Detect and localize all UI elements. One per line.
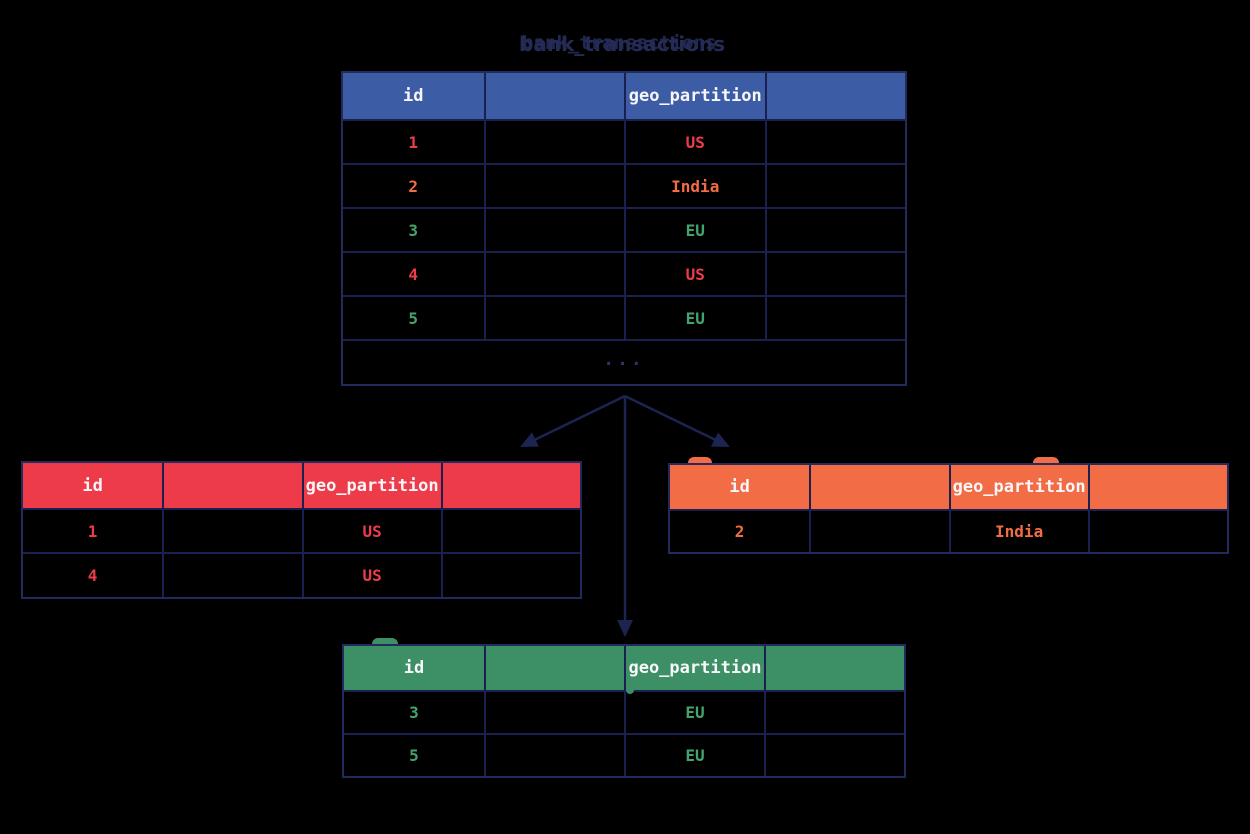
cell-empty [483, 209, 625, 251]
partition-table-india: id geo_partition 2 India [668, 463, 1229, 554]
icon-remnant-orange [688, 457, 712, 463]
cell-empty [484, 692, 624, 733]
table-row: 3 EU [344, 690, 904, 733]
table-row: 5 EU [343, 295, 905, 339]
cell-empty [483, 165, 625, 207]
cell-id: 5 [409, 746, 419, 765]
cell-empty [440, 510, 580, 552]
table-row: 1 US [23, 508, 580, 552]
table-row: 1 US [343, 119, 905, 163]
cell-id: 5 [408, 308, 419, 328]
col-header-geo-partition: geo_partition [624, 73, 765, 119]
cell-empty [483, 253, 625, 295]
col-header-empty [483, 73, 625, 119]
partition-table-us: id geo_partition 1 US 4 US [21, 461, 582, 599]
col-header-empty [440, 463, 580, 508]
cell-id: 2 [734, 522, 745, 541]
cell-empty [483, 297, 625, 339]
table-header-row: id geo_partition [670, 465, 1227, 509]
cell-geo: US [624, 253, 765, 295]
cell-empty [809, 511, 948, 552]
cell-id: 1 [408, 132, 419, 152]
col-header-empty [764, 73, 906, 119]
cell-geo: India [624, 165, 765, 207]
cell-geo: EU [624, 209, 765, 251]
cell-empty [484, 735, 624, 776]
arrow-to-us [520, 394, 626, 448]
table-row: 2 India [343, 163, 905, 207]
table-row: 5 EU [344, 733, 904, 776]
cell-id: 3 [409, 703, 419, 722]
ellipsis-row: ... [343, 339, 905, 384]
cell-empty [764, 121, 906, 163]
cell-empty [764, 297, 906, 339]
cell-empty [764, 253, 906, 295]
cell-geo: India [948, 511, 1088, 552]
table-row: 4 US [23, 552, 580, 597]
col-header-id: id [403, 658, 425, 678]
icon-remnant-green [626, 690, 634, 694]
table-row: 4 US [343, 251, 905, 295]
diagram-title: bank_transactions bank_transactions [519, 32, 739, 60]
diagram-title-echo: bank_transactions [522, 32, 717, 54]
partition-table-eu: id geo_partition 3 EU 5 EU [342, 644, 906, 778]
cell-empty [764, 209, 906, 251]
col-header-geo-partition: geo_partition [301, 463, 441, 508]
cell-geo: EU [624, 692, 764, 733]
cell-empty [162, 554, 301, 597]
col-header-id: id [729, 477, 750, 497]
cell-empty [483, 121, 625, 163]
col-header-geo-partition: geo_partition [624, 646, 764, 690]
table-header-row: id geo_partition [344, 646, 904, 690]
cell-empty [764, 692, 904, 733]
icon-remnant-orange [1033, 457, 1059, 463]
cell-empty [162, 510, 301, 552]
cell-geo: EU [624, 735, 764, 776]
col-header-id: id [403, 86, 424, 106]
cell-geo: EU [624, 297, 765, 339]
diagram-title-text: bank_transactions [519, 32, 726, 56]
col-header-empty [1087, 465, 1227, 509]
cell-geo: US [624, 121, 765, 163]
col-header-geo-partition: geo_partition [948, 465, 1088, 509]
partition-arrows [520, 394, 730, 637]
col-header-empty [764, 646, 904, 690]
col-header-empty [809, 465, 948, 509]
cell-geo: US [301, 554, 441, 597]
cell-id: 4 [408, 264, 419, 284]
col-header-empty [484, 646, 624, 690]
cell-empty [764, 165, 906, 207]
table-row: 3 EU [343, 207, 905, 251]
main-table-bank-transactions: id geo_partition 1 US 2 India 3 EU 4 US … [341, 71, 907, 386]
cell-geo: US [301, 510, 441, 552]
cell-id: 3 [408, 220, 419, 240]
table-header-row: id geo_partition [343, 73, 905, 119]
col-header-id: id [82, 475, 103, 496]
arrow-to-india [624, 394, 730, 448]
icon-remnant-green [372, 638, 398, 644]
cell-id: 1 [87, 521, 98, 541]
cell-id: 4 [87, 566, 98, 585]
col-header-empty [162, 463, 301, 508]
cell-id: 2 [408, 176, 419, 196]
cell-empty [440, 554, 580, 597]
table-header-row: id geo_partition [23, 463, 580, 508]
cell-empty [1087, 511, 1227, 552]
cell-empty [764, 735, 904, 776]
table-row: 2 India [670, 509, 1227, 552]
